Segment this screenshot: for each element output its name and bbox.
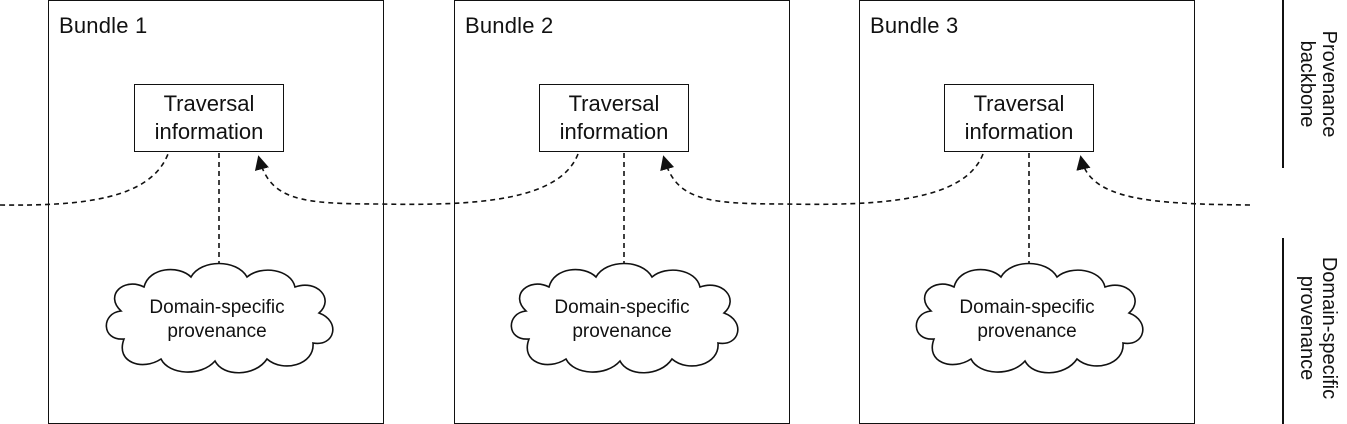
cloud-line1: Domain-specific [554,297,690,318]
cloud-line2: provenance [572,321,672,342]
cloud-line2: provenance [977,321,1077,342]
backbone-line-start [0,153,169,206]
traversal-information-box-1: Traversal information [134,84,284,152]
domain-provenance-text-1: Domain-specific provenance [117,296,317,344]
domain-specific-provenance-label: Domain-specific provenance [1296,248,1340,408]
bundle-label: Bundle 2 [465,13,554,38]
domain-provenance-text-3: Domain-specific provenance [927,296,1127,344]
bundle-2: Bundle 2 [454,0,790,424]
traversal-information-box-2: Traversal information [539,84,689,152]
bundle-3: Bundle 3 [859,0,1195,424]
traversal-line2: information [964,119,1074,144]
side-label-line1: Provenance [1318,30,1340,138]
side-label-line2: backbone [1296,40,1318,128]
cloud-shape-3 [915,262,1144,374]
traversal-information-box-3: Traversal information [944,84,1094,152]
traversal-line1: Traversal [568,91,660,116]
cloud-line1: Domain-specific [149,297,285,318]
cloud-line1: Domain-specific [959,297,1095,318]
traversal-line2: information [154,119,264,144]
side-label-line2: provenance [1296,275,1318,381]
traversal-line1: Traversal [163,91,255,116]
backbone-line-end [1076,155,1251,206]
traversal-line1: Traversal [973,91,1065,116]
cloud-shape-2 [510,262,739,374]
backbone-link-2-3 [660,153,984,206]
bundle-label: Bundle 1 [59,13,148,38]
traversal-line2: information [559,119,669,144]
cloud-shape-1 [105,262,334,374]
backbone-link-1-2 [254,153,579,206]
provenance-backbone-label: Provenance backbone [1296,4,1340,164]
side-label-line1: Domain-specific [1318,256,1340,400]
cloud-line2: provenance [167,321,267,342]
domain-provenance-text-2: Domain-specific provenance [522,296,722,344]
bundle-label: Bundle 3 [870,13,959,38]
bundle-1: Bundle 1 [48,0,384,424]
